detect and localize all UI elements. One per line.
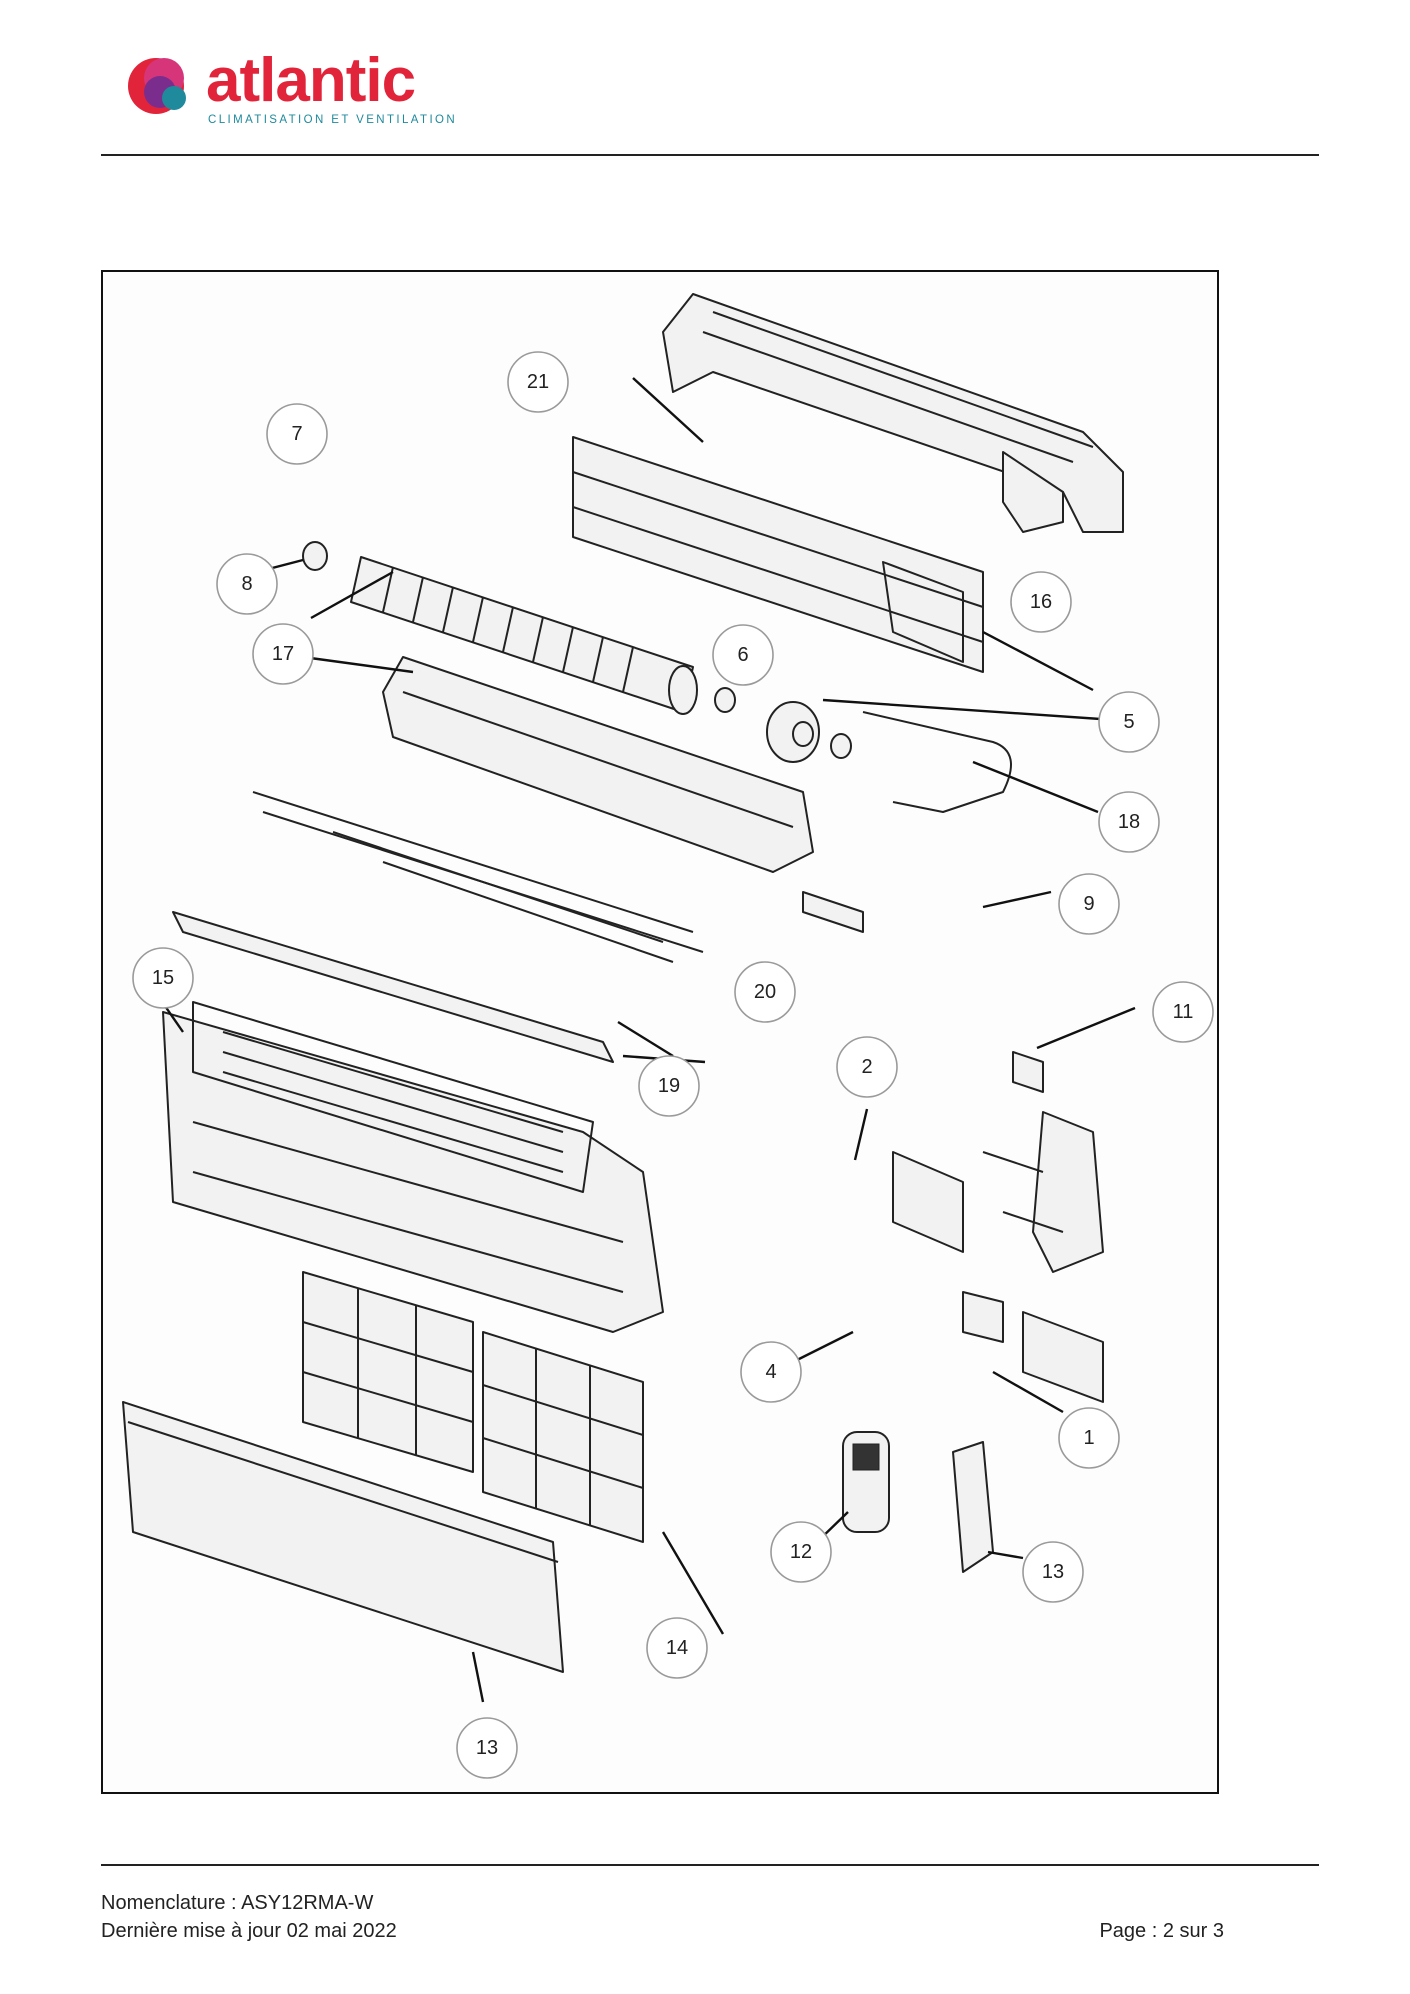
callout-9: 9 [1058, 873, 1120, 935]
footer-updated: Dernière mise à jour 02 mai 2022 [101, 1920, 397, 1942]
chassis-part [382, 656, 814, 873]
callout-6: 6 [712, 624, 774, 686]
front-panel-part [162, 1001, 664, 1333]
svg-text:1: 1 [1083, 1427, 1094, 1449]
svg-text:6: 6 [737, 644, 748, 666]
brand-tagline: CLIMATISATION ET VENTILATION [208, 114, 458, 126]
louver-assembly-part [252, 791, 864, 963]
svg-text:17: 17 [272, 643, 294, 665]
svg-text:11: 11 [1173, 1001, 1194, 1023]
callout-1: 1 [1058, 1407, 1120, 1469]
electrical-box-part [892, 1051, 1104, 1403]
svg-text:21: 21 [527, 371, 549, 393]
svg-text:9: 9 [1083, 893, 1094, 915]
bearing-part [302, 541, 328, 571]
svg-text:15: 15 [152, 967, 174, 989]
vertical-flap-part [172, 911, 614, 1063]
callout-14: 15 [132, 947, 194, 1009]
svg-text:13: 13 [476, 1737, 498, 1759]
remote-holder-part [952, 1441, 994, 1573]
back-frame-part [662, 293, 1124, 533]
callout-2: 2 [836, 1036, 898, 1098]
brand-name: atlantic [206, 46, 416, 115]
svg-text:4: 4 [765, 1361, 776, 1383]
callout-20: 20 [734, 961, 796, 1023]
callout-19: 19 [638, 1055, 700, 1117]
callout-15: 16 [1010, 571, 1072, 633]
callout-21: 21 [507, 351, 569, 413]
header-divider [101, 154, 1319, 156]
callout-17: 17 [252, 623, 314, 685]
svg-text:12: 12 [790, 1541, 812, 1563]
footer-divider [101, 1864, 1319, 1866]
remote-control-part [842, 1431, 890, 1533]
callout-5: 5 [1098, 691, 1160, 753]
svg-text:16: 16 [1030, 591, 1052, 613]
callout-4: 4 [740, 1341, 802, 1403]
callout-7: 7 [266, 403, 328, 465]
callout-11: 12 [770, 1521, 832, 1583]
svg-text:7: 7 [291, 423, 302, 445]
svg-text:19: 19 [658, 1075, 680, 1097]
fan-motor-part [714, 687, 852, 763]
svg-text:13: 13 [1042, 1561, 1064, 1583]
callout-8: 8 [216, 553, 278, 615]
svg-text:2: 2 [861, 1056, 872, 1078]
svg-text:20: 20 [754, 981, 776, 1003]
air-filter-part [302, 1271, 644, 1543]
callout-13: 13 [456, 1717, 518, 1779]
atlantic-logo-icon [128, 58, 186, 114]
callout-18: 18 [1098, 791, 1160, 853]
intake-grille-part [122, 1401, 564, 1673]
cross-flow-fan-part [350, 556, 698, 715]
svg-text:8: 8 [241, 573, 252, 595]
svg-text:5: 5 [1123, 711, 1134, 733]
footer-reference: Nomenclature : ASY12RMA-W [101, 1892, 374, 1914]
callout-12: 13 [1022, 1541, 1084, 1603]
drain-hose-part [862, 711, 1012, 813]
evaporator-coil-part [572, 436, 984, 673]
exploded-view-drawing: 21 7 8 17 6 16 5 18 9 20 11 15 19 2 4 1 … [122, 293, 1214, 1779]
svg-text:14: 14 [666, 1637, 688, 1659]
brand-logo: atlantic CLIMATISATION ET VENTILATION [120, 44, 500, 134]
svg-text:18: 18 [1118, 811, 1140, 833]
footer-page-number: Page : 2 sur 3 [1099, 1920, 1224, 1942]
exploded-parts-diagram: 21 7 8 17 6 16 5 18 9 20 11 15 19 2 4 1 … [101, 270, 1219, 1794]
callout-16: 14 [646, 1617, 708, 1679]
callout-10: 11 [1152, 981, 1214, 1043]
